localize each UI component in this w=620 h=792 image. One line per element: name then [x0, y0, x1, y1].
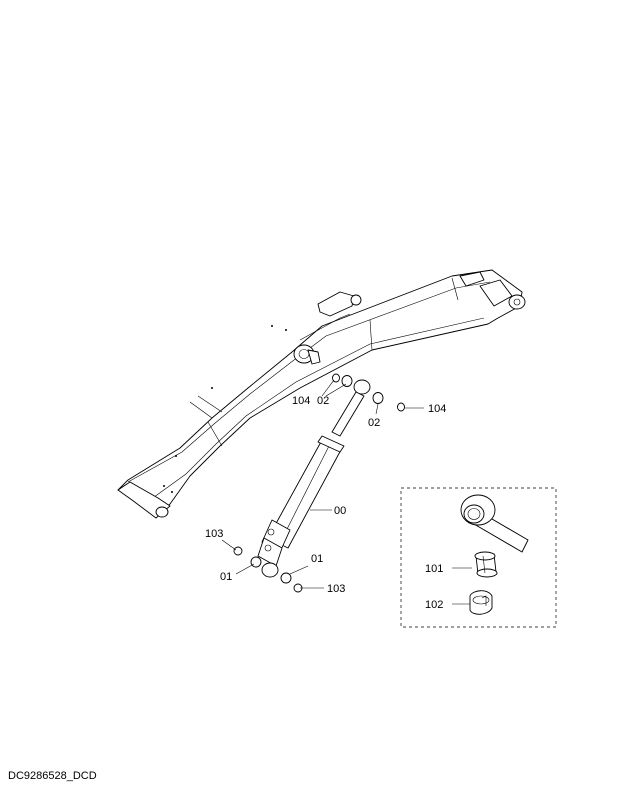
callout-labels: 104 02 02 104 00 103 01 01 103 101 102 [205, 395, 446, 611]
inset-bushing [474, 551, 498, 578]
inset-rod-end [460, 494, 529, 553]
document-code: DC9286528_DCD [8, 770, 97, 782]
callout-103-lower-left: 103 [205, 528, 223, 540]
detail-inset [400, 487, 557, 628]
callout-104-upper-left: 104 [292, 395, 310, 407]
hydraulic-cylinder [257, 379, 371, 578]
callout-103-lower-right: 103 [327, 583, 345, 595]
parts-upper-pin-group [332, 373, 405, 412]
callout-02-upper-right: 02 [368, 417, 380, 429]
inset-dashed-border [400, 487, 557, 628]
parts-lower-pin-group [233, 546, 303, 593]
callout-02-upper-left: 02 [317, 395, 329, 407]
inset-seal-ring [469, 590, 493, 615]
callout-01-lower-left: 01 [220, 571, 232, 583]
callout-01-lower-right: 01 [311, 553, 323, 565]
callout-101-bushing: 101 [425, 563, 443, 575]
leader-lines [221, 379, 472, 605]
callout-00-cylinder: 00 [334, 505, 346, 517]
callout-102-seal-ring: 102 [425, 599, 443, 611]
callout-104-upper-right: 104 [428, 403, 446, 415]
boom-arm [117, 269, 526, 519]
